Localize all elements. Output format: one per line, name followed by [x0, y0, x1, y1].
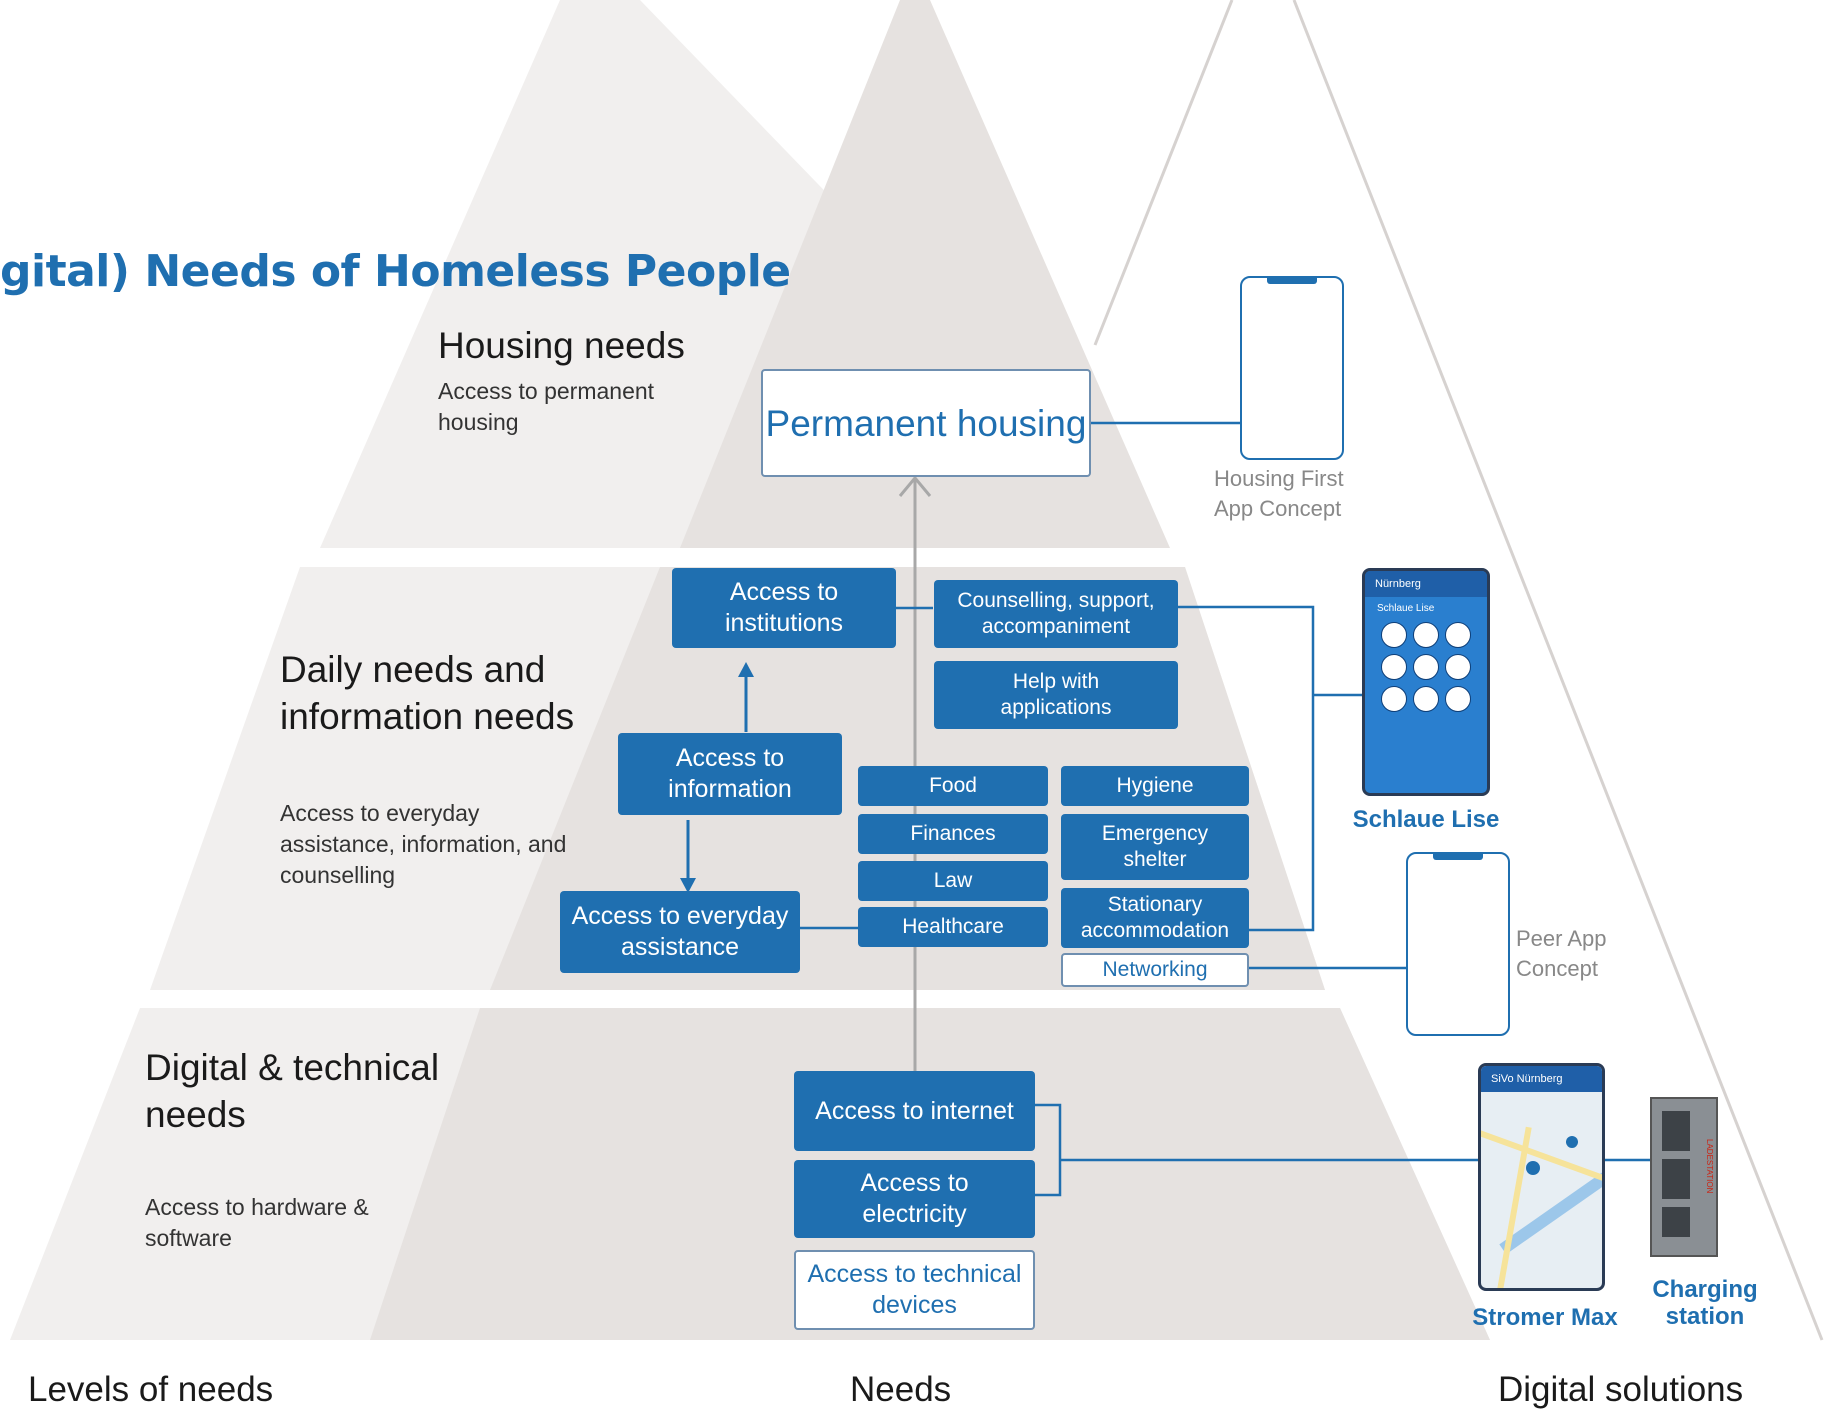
arrow-down-icon: [680, 878, 696, 893]
need-food: Food: [858, 766, 1048, 806]
right-triangle-right-edge: [1292, 0, 1824, 1341]
level-digital-title: Digital & technical needs: [145, 1047, 440, 1135]
connector-tech-bracket: [1035, 1103, 1062, 1197]
map-bar-city: SiVo Nürnberg: [1491, 1073, 1563, 1085]
connector-counselling-lise: [1178, 605, 1315, 932]
right-triangle-left-edge: [1093, 0, 1234, 346]
arrow-up-icon: [898, 475, 932, 497]
level-daily-desc: Access to everyday assistance, informati…: [280, 800, 567, 888]
need-technical-devices: Access to technical devices: [794, 1250, 1035, 1330]
footer-needs: Needs: [850, 1370, 952, 1409]
need-electricity: Access to electricity: [794, 1160, 1035, 1238]
phone-app-name: Schlaue Lise: [1377, 603, 1435, 614]
station-label: LADESTATION: [1705, 1139, 1714, 1194]
need-healthcare: Healthcare: [858, 907, 1048, 947]
need-access-everyday: Access to everyday assistance: [560, 891, 800, 973]
footer-solutions: Digital solutions: [1498, 1370, 1744, 1409]
need-help-applications: Help with applications: [934, 661, 1178, 729]
phone-outline-icon: [1406, 852, 1510, 1036]
page-title: gital) Needs of Homeless People: [0, 246, 791, 297]
level-housing-title: Housing needs: [438, 325, 685, 366]
map-phone-icon: SiVo Nürnberg: [1478, 1063, 1605, 1291]
need-law: Law: [858, 861, 1048, 901]
phone-bar-city: Nürnberg: [1375, 578, 1421, 590]
need-access-information: Access to information: [618, 733, 842, 815]
need-networking: Networking: [1061, 953, 1249, 987]
need-counselling: Counselling, support, accompaniment: [934, 580, 1178, 648]
solution-stromer-max: Stromer Max: [1472, 1304, 1618, 1331]
need-stationary: Stationary accommodation: [1061, 888, 1249, 948]
charging-station-icon: LADESTATION: [1650, 1097, 1718, 1257]
app-phone-icon: Nürnberg Schlaue Lise: [1362, 568, 1490, 796]
need-hygiene: Hygiene: [1061, 766, 1249, 806]
solution-charging-station: Charging station: [1652, 1276, 1758, 1330]
level-digital-desc: Access to hardware & software: [145, 1194, 369, 1251]
need-emergency-shelter: Emergency shelter: [1061, 814, 1249, 880]
solution-housing-first: Housing First App Concept: [1214, 466, 1344, 521]
app-icon-grid: [1365, 622, 1487, 712]
level-housing-desc: Access to permanent housing: [438, 378, 655, 435]
solution-peer-app: Peer App Concept: [1516, 926, 1607, 981]
solution-schlaue-lise: Schlaue Lise: [1352, 806, 1500, 833]
level-daily-title: Daily needs and information needs: [280, 649, 575, 737]
need-permanent-housing: Permanent housing: [761, 369, 1091, 477]
phone-outline-icon: [1240, 276, 1344, 460]
need-finances: Finances: [858, 814, 1048, 854]
need-internet: Access to internet: [794, 1071, 1035, 1151]
need-access-institutions: Access to institutions: [672, 568, 896, 648]
arrow-up-icon: [738, 662, 754, 677]
footer-levels: Levels of needs: [28, 1370, 274, 1409]
